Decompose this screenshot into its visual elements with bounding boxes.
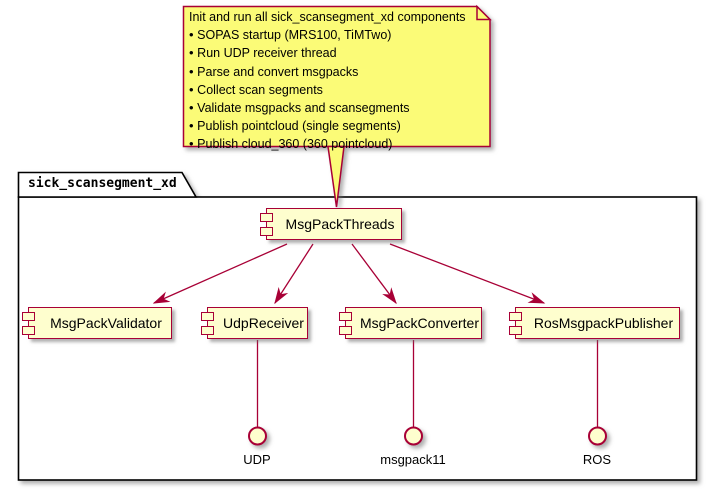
component-icon [260,213,273,222]
note-bullet: Collect scan segments [189,81,483,99]
component-icon [339,312,352,321]
component-rosmsgpackpublisher: RosMsgpackPublisher [509,307,680,339]
note-content: Init and run all sick_scansegment_xd com… [189,9,483,154]
dependency-arrows [152,243,546,305]
component-msgpackthreads: MsgPackThreads [260,208,402,240]
component-label: RosMsgpackPublisher [533,315,674,331]
component-icon [339,326,352,335]
note-title: Init and run all sick_scansegment_xd com… [189,10,466,24]
udp-interface-circle-icon [248,426,267,446]
component-icon [260,227,273,236]
arrow-threads-to-converter [351,243,397,305]
note-bullet: SOPAS startup (MRS100, TiMTwo) [189,26,483,44]
component-icon [201,312,214,321]
component-icon [22,326,35,335]
component-label: UdpReceiver [223,315,304,331]
interface-label-udp: UDP [243,452,271,467]
component-label: MsgPackValidator [50,315,162,331]
interface-label-ros: ROS [582,452,612,467]
package-frame-tab [17,171,198,198]
arrow-threads-to-validator [152,243,288,304]
note-bullet: Run UDP receiver thread [189,44,483,62]
component-icon [509,326,522,335]
arrow-threads-to-udpreceiver [274,243,314,305]
ros-interface-circle-icon [588,426,607,446]
note-bullet: Publish cloud_360 (360 pointcloud) [189,135,483,153]
component-label: MsgPackConverter [359,315,480,331]
arrow-threads-to-publisher [389,243,546,304]
note-bullet: Validate msgpacks and scansegments [189,99,483,117]
component-icon [22,312,35,321]
note-fold-icon [476,4,492,21]
component-icon [201,326,214,335]
msgpack11-interface-circle-icon [404,426,423,446]
component-msgpackvalidator: MsgPackValidator [22,307,172,339]
interface-circles [248,426,607,446]
component-udpreceiver: UdpReceiver [201,307,308,339]
note-bullet: Parse and convert msgpacks [189,63,483,81]
package-title: sick_scansegment_xd [28,176,177,191]
note-bullet: Publish pointcloud (single segments) [189,117,483,135]
interface-links [256,340,599,427]
component-msgpackconverter: MsgPackConverter [339,307,482,339]
component-label: MsgPackThreads [285,216,395,232]
component-icon [509,312,522,321]
interface-label-msgpack11: msgpack11 [380,452,446,467]
